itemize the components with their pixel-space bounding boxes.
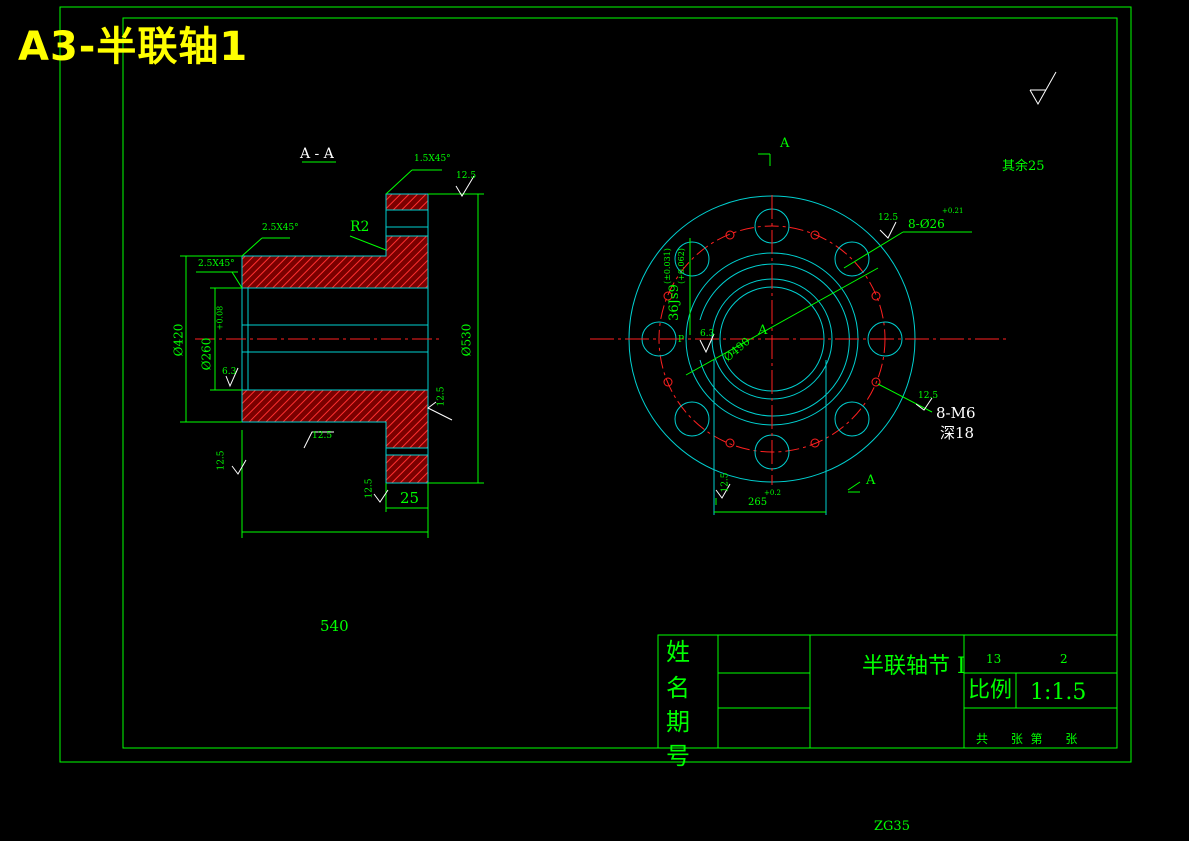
chamfer-mid-label: 2.5X45° xyxy=(262,223,299,233)
roughness-tapped: 12.5 xyxy=(918,391,939,401)
roughness-left: 12.5 xyxy=(216,450,227,471)
center-label: A xyxy=(758,323,768,338)
part-count: 2 xyxy=(1060,652,1068,666)
end-view xyxy=(590,71,1057,515)
holes-callout: 8-Ø26 xyxy=(908,217,945,231)
section-view xyxy=(180,161,484,538)
flange-hatch-top xyxy=(385,193,429,211)
title-block xyxy=(657,634,1118,749)
row-label-4: 号 xyxy=(666,742,690,770)
tapped-callout: 8-M6 xyxy=(936,404,976,422)
roughness-holes: 12.5 xyxy=(878,213,899,223)
tapped-depth: 深18 xyxy=(940,424,975,442)
radius-label: R2 xyxy=(350,219,370,235)
keyway-tol2: (+0.062) xyxy=(676,248,686,284)
roughness-keyway: 6.3 xyxy=(700,329,715,339)
sheet-title: A3-半联轴1 xyxy=(18,24,249,70)
tapped-holes xyxy=(663,230,881,448)
dim-bore-tol: +0.08 xyxy=(215,305,225,331)
part-name: 半联轴节 I xyxy=(862,654,966,679)
section-hatch-upper xyxy=(241,235,429,289)
keyway-tol: (±0.031) xyxy=(662,248,672,284)
row-label-1: 姓 xyxy=(666,638,690,666)
material-label: ZG35 xyxy=(874,819,910,834)
keyway-width: 36Js9 xyxy=(666,284,682,321)
dim-key-depth-tol: +0.2 xyxy=(764,489,781,497)
roughness-key-bottom: 12.5 xyxy=(720,472,731,493)
sheet-no: 13 xyxy=(986,652,1002,666)
dim-bore: Ø260 xyxy=(199,337,214,371)
roughness-base: 12.5 xyxy=(364,478,375,499)
sheets-text: 共 张 第 张 xyxy=(976,732,1078,746)
roughness-top: 12.5 xyxy=(456,171,477,181)
dim-od-left: Ø420 xyxy=(171,323,186,357)
sheet-frame xyxy=(59,6,1132,763)
scale-value: 1:1.5 xyxy=(1030,680,1087,705)
flange-hatch-bottom xyxy=(385,454,429,484)
scale-label: 比例 xyxy=(968,678,1013,703)
section-hatch-lower xyxy=(241,389,429,449)
row-label-3: 期 xyxy=(666,708,690,736)
row-label-2: 名 xyxy=(666,674,690,702)
section-mark-top: A xyxy=(780,136,790,151)
roughness-bottom: 12.5 xyxy=(436,386,447,407)
chamfer-top-label: 1.5X45° xyxy=(414,154,451,164)
dim-flange-thk: 25 xyxy=(400,489,420,507)
roughness-inner: 6.3 xyxy=(222,367,237,377)
keyway-arc xyxy=(699,263,850,417)
dim-flange-dia: Ø530 xyxy=(459,323,474,357)
section-mark-bottom: A xyxy=(866,473,876,488)
roughness-flange: 12.5 xyxy=(312,431,333,441)
chamfer-left-label: 2.5X45° xyxy=(198,259,235,269)
dim-total-length: 540 xyxy=(320,617,349,635)
general-roughness: 其余25 xyxy=(1002,159,1045,174)
label-p: P xyxy=(678,335,685,345)
holes-tol: +0.21 xyxy=(942,207,964,215)
section-title: A - A xyxy=(300,146,334,162)
dim-key-depth: 265 xyxy=(748,497,768,508)
